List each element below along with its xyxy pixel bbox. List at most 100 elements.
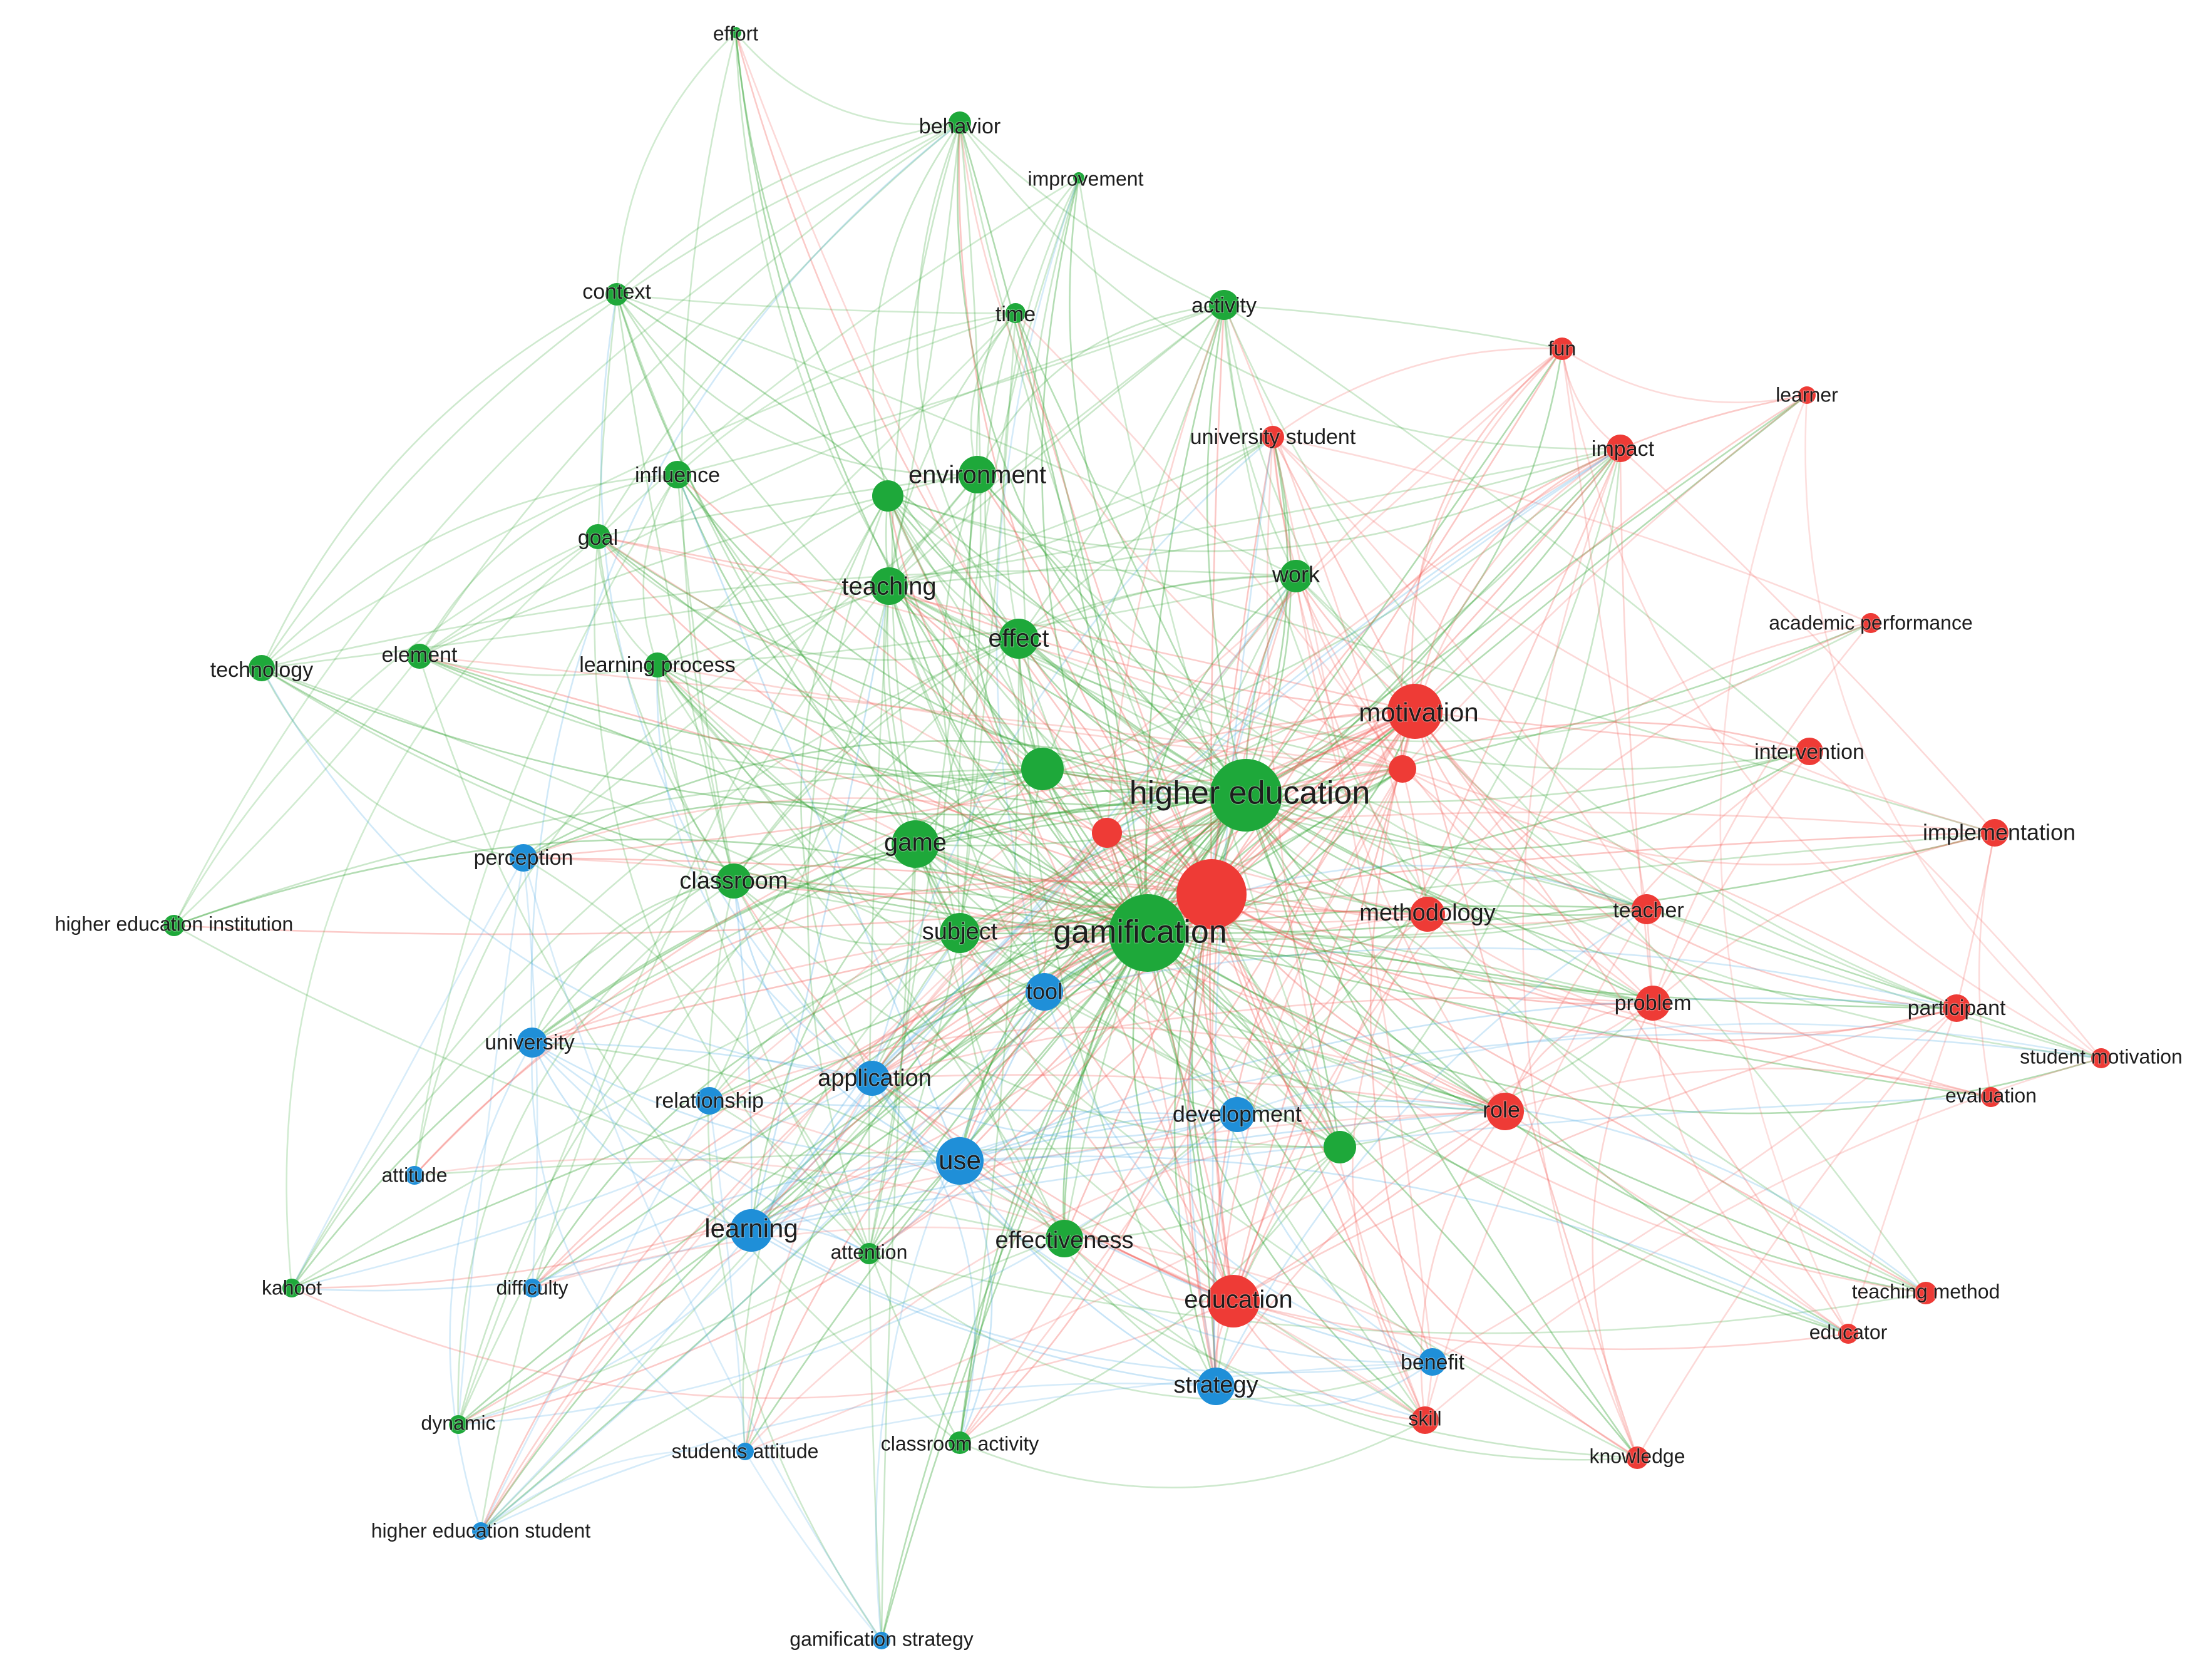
node-intervention[interactable] bbox=[1796, 738, 1823, 765]
node-influence[interactable] bbox=[664, 461, 691, 488]
node-effort[interactable] bbox=[730, 27, 741, 38]
node-strategy[interactable] bbox=[1197, 1368, 1235, 1405]
edge-participant-use bbox=[959, 997, 1958, 1162]
edge-goal-red_unlabeled_2 bbox=[597, 535, 1108, 834]
edge-gamification-implementation bbox=[1146, 832, 1996, 934]
edge-role-students_attitude bbox=[744, 1110, 1506, 1453]
node-teaching[interactable] bbox=[870, 567, 908, 605]
edge-learning_process-green_unlabeled_1 bbox=[656, 664, 1044, 770]
node-evaluation[interactable] bbox=[1981, 1087, 2001, 1107]
edge-influence-technology bbox=[260, 473, 679, 669]
node-effectiveness[interactable] bbox=[1046, 1220, 1083, 1257]
node-technology[interactable] bbox=[249, 655, 275, 681]
node-higher-education[interactable] bbox=[1210, 759, 1282, 832]
node-problem[interactable] bbox=[1635, 986, 1670, 1021]
node-university-student[interactable] bbox=[1262, 426, 1284, 448]
node-context[interactable] bbox=[605, 283, 628, 306]
label-university-student: university student bbox=[1190, 425, 1356, 449]
edge-academic_performance-education bbox=[1232, 622, 1872, 1302]
node-gamification-strategy[interactable] bbox=[873, 1632, 890, 1649]
edge-behavior-red_unlabeled_1 bbox=[959, 121, 1404, 770]
node-difficulty[interactable] bbox=[523, 1279, 542, 1297]
node-dynamic[interactable] bbox=[449, 1415, 468, 1434]
node-participant[interactable] bbox=[1943, 994, 1970, 1022]
node-environment[interactable] bbox=[959, 456, 996, 493]
edge-green_unlabeled_1-subject bbox=[959, 768, 1044, 934]
edge-higher_education-learning bbox=[750, 794, 1247, 1232]
node-benefit[interactable] bbox=[1419, 1348, 1446, 1376]
edge-intervention-problem bbox=[1652, 750, 1811, 1004]
node-subject[interactable] bbox=[940, 913, 980, 953]
node-fun[interactable] bbox=[1551, 338, 1573, 360]
node-green-unlabeled-1[interactable] bbox=[1021, 748, 1064, 790]
node-red-unlabeled-2[interactable] bbox=[1092, 818, 1122, 848]
edge-activity-green_unlabeled_1 bbox=[1041, 304, 1225, 770]
node-development[interactable] bbox=[1220, 1097, 1255, 1132]
node-behavior[interactable] bbox=[949, 111, 971, 134]
edge-activity-red_unlabeled_2 bbox=[1106, 304, 1225, 834]
node-improvement[interactable] bbox=[1073, 172, 1084, 183]
edge-activity-higher_education bbox=[1206, 304, 1247, 796]
node-learning-process[interactable] bbox=[645, 652, 670, 678]
node-methodology[interactable] bbox=[1410, 897, 1445, 932]
node-educator[interactable] bbox=[1838, 1324, 1858, 1344]
node-red-unlabeled-1[interactable] bbox=[1389, 755, 1416, 783]
edge-env_satellite-classroom_activity bbox=[806, 495, 961, 1444]
node-attention[interactable] bbox=[858, 1243, 880, 1264]
edge-dynamic-development bbox=[457, 1113, 1238, 1426]
node-tool[interactable] bbox=[1026, 973, 1063, 1011]
edge-subject-kahoot bbox=[291, 932, 961, 1289]
edge-higher_education-students_attitude bbox=[744, 794, 1247, 1453]
node-student-motivation[interactable] bbox=[2091, 1048, 2111, 1068]
node-work[interactable] bbox=[1280, 560, 1312, 592]
node-education[interactable] bbox=[1207, 1275, 1260, 1327]
node-env-satellite[interactable] bbox=[872, 480, 903, 512]
label-intervention: intervention bbox=[1754, 740, 1865, 764]
node-classroom-activity[interactable] bbox=[949, 1431, 971, 1454]
edge-higher_education-difficulty bbox=[531, 794, 1247, 1289]
node-relationship[interactable] bbox=[696, 1087, 723, 1115]
node-university[interactable] bbox=[517, 1028, 547, 1058]
node-students-attitude[interactable] bbox=[736, 1443, 754, 1460]
node-higher-education-institution[interactable] bbox=[163, 915, 185, 936]
node-learning[interactable] bbox=[730, 1209, 773, 1252]
edge-context-technology bbox=[260, 293, 618, 669]
node-use[interactable] bbox=[936, 1137, 984, 1185]
edge-motivation-educator bbox=[1414, 710, 1849, 1335]
node-academic-performance[interactable] bbox=[1861, 613, 1881, 633]
edge-higher_education_institution-effectiveness bbox=[173, 924, 1066, 1240]
node-implementation[interactable] bbox=[1981, 819, 2009, 847]
edge-tool-benefit bbox=[1043, 991, 1434, 1363]
node-attitude[interactable] bbox=[405, 1166, 424, 1185]
edge-teaching-gamification_strategy bbox=[868, 585, 890, 1642]
node-time[interactable] bbox=[1006, 303, 1026, 323]
node-effect[interactable] bbox=[999, 619, 1039, 659]
node-gamification[interactable] bbox=[1109, 894, 1186, 972]
node-classroom[interactable] bbox=[716, 863, 751, 899]
node-game[interactable] bbox=[892, 820, 939, 868]
node-teacher[interactable] bbox=[1632, 894, 1662, 924]
node-green-unlabeled-2[interactable] bbox=[1324, 1131, 1356, 1163]
node-skill[interactable] bbox=[1411, 1406, 1439, 1434]
node-red-hub[interactable] bbox=[1176, 859, 1247, 929]
node-perception[interactable] bbox=[510, 844, 537, 872]
edge-goal-element bbox=[418, 535, 599, 657]
node-knowledge[interactable] bbox=[1626, 1446, 1649, 1469]
node-impact[interactable] bbox=[1607, 435, 1634, 462]
label-improvement: improvement bbox=[1028, 167, 1144, 190]
edge-development-benefit bbox=[1236, 1113, 1434, 1363]
node-role[interactable] bbox=[1486, 1093, 1524, 1130]
edge-use-strategy bbox=[959, 1160, 1217, 1388]
node-goal[interactable] bbox=[585, 524, 610, 549]
edge-higher_education_institution-red_hub bbox=[173, 893, 1213, 936]
node-motivation[interactable] bbox=[1387, 684, 1443, 739]
node-kahoot[interactable] bbox=[282, 1279, 301, 1297]
label-environment: environment bbox=[908, 461, 1046, 489]
node-activity[interactable] bbox=[1209, 290, 1239, 320]
node-higher-education-student[interactable] bbox=[472, 1522, 490, 1540]
node-application[interactable] bbox=[855, 1061, 890, 1096]
edge-education-application bbox=[871, 1077, 1235, 1302]
node-teaching-method[interactable] bbox=[1915, 1282, 1937, 1304]
node-learner[interactable] bbox=[1798, 386, 1816, 404]
node-element[interactable] bbox=[407, 644, 432, 669]
